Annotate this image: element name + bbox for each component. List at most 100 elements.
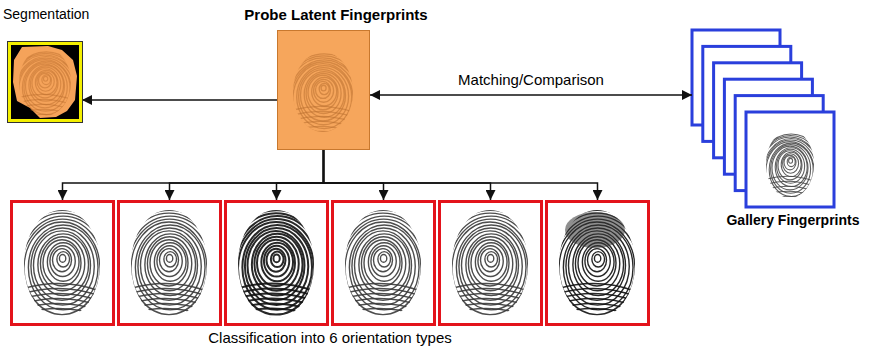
ridge-line (126, 216, 215, 324)
ridge-line (261, 243, 293, 282)
ridge-line (559, 309, 635, 317)
ridge-line (778, 151, 802, 180)
ridge-line (282, 54, 367, 151)
node-label: Probe Latent Fingerprints (244, 6, 427, 24)
ridge-line (592, 252, 605, 267)
ridge-line (345, 299, 421, 307)
ridge-line (164, 252, 177, 267)
ridge-line (585, 246, 610, 277)
ridge-line (333, 210, 434, 333)
ridge-line (452, 299, 528, 307)
ridge-line (37, 72, 54, 91)
ridge-line (15, 213, 110, 329)
classification-group: Classification into 6 orientation types (4, 196, 656, 351)
ridge-line (53, 249, 72, 272)
ridge-line (147, 237, 191, 291)
ridge-line (223, 207, 331, 338)
ridge-line (19, 109, 71, 114)
connector-arrow (82, 99, 277, 101)
ridge-line (9, 207, 117, 338)
probe-box: Probe Latent Fingerprints (232, 0, 446, 152)
fingerprint-ridges (223, 207, 331, 338)
ridge-line (487, 255, 493, 263)
ridge-line (166, 255, 172, 263)
ridge-line (765, 140, 817, 203)
ridge-line (9, 52, 83, 135)
print-smudge (565, 212, 625, 248)
orientation-class-box (117, 200, 222, 326)
ridge-line (131, 294, 207, 302)
ridge-line (131, 299, 207, 307)
orientation-class-box (224, 200, 329, 326)
ridge-line (340, 216, 429, 324)
ridge-line (588, 249, 607, 272)
ridge-line (128, 219, 210, 319)
ridge-line (766, 186, 814, 191)
ridge-line (559, 304, 635, 312)
ridge-line (160, 249, 179, 272)
connector-arrow (277, 150, 324, 200)
ridge-line (378, 252, 391, 267)
ridge-line (582, 243, 614, 282)
ridge-line (544, 207, 652, 338)
ridge-line (235, 219, 317, 319)
ridge-line (784, 155, 796, 170)
ridge-line (289, 60, 359, 140)
ridge-line (437, 207, 545, 338)
ridge-line (781, 152, 801, 176)
ridge-line (238, 299, 314, 307)
ridge-line (291, 62, 356, 136)
ridge-line (131, 309, 207, 317)
ridge-line (42, 75, 51, 85)
ridge-line (789, 158, 793, 163)
fingerprint-ridges (544, 207, 652, 338)
ridge-line (547, 210, 648, 333)
print-background (438, 200, 543, 326)
ridge-line (443, 213, 538, 329)
ridge-line (59, 255, 65, 263)
print-background (331, 200, 436, 326)
ridge-line (32, 69, 58, 98)
ridge-line (766, 191, 814, 196)
ridge-line (787, 157, 795, 167)
ridge-line (157, 246, 182, 277)
fingerprint-ridges (757, 134, 825, 217)
ridge-line (43, 76, 47, 81)
ridge-line (238, 309, 314, 317)
ridge-line (452, 289, 528, 297)
ridge-line (777, 149, 805, 183)
node-label: Segmentation (3, 6, 89, 23)
ridge-line (24, 304, 100, 312)
ridge-line (21, 219, 103, 319)
ridge-line (783, 154, 799, 173)
ridge-line (775, 148, 807, 187)
ridge-line (131, 222, 207, 315)
ridge-line (17, 58, 73, 121)
ridge-line (150, 240, 188, 286)
ridge-line (559, 299, 635, 307)
ridge-line (19, 99, 71, 104)
ridge-line (345, 284, 421, 292)
ridge-line (447, 216, 536, 324)
ridge-line (29, 66, 64, 105)
orientation-class-box (331, 200, 436, 326)
ridge-line (233, 216, 322, 324)
ridge-line (57, 252, 70, 267)
connector-label: Matching/Comparison (456, 71, 606, 89)
segmentation-box: Segmentation (0, 0, 96, 124)
ridge-line (316, 81, 331, 98)
ridge-line (330, 207, 438, 338)
print-background (10, 200, 115, 326)
ridge-line (468, 237, 512, 291)
print-background (545, 200, 650, 326)
ridge-line (345, 222, 421, 315)
ridge-line (39, 73, 52, 88)
node-frame (8, 42, 82, 122)
ridge-line (19, 60, 71, 118)
ridge-line (24, 284, 100, 292)
ridge-line (24, 299, 100, 307)
ridge-line (16, 57, 77, 125)
ridge-line (452, 309, 528, 317)
